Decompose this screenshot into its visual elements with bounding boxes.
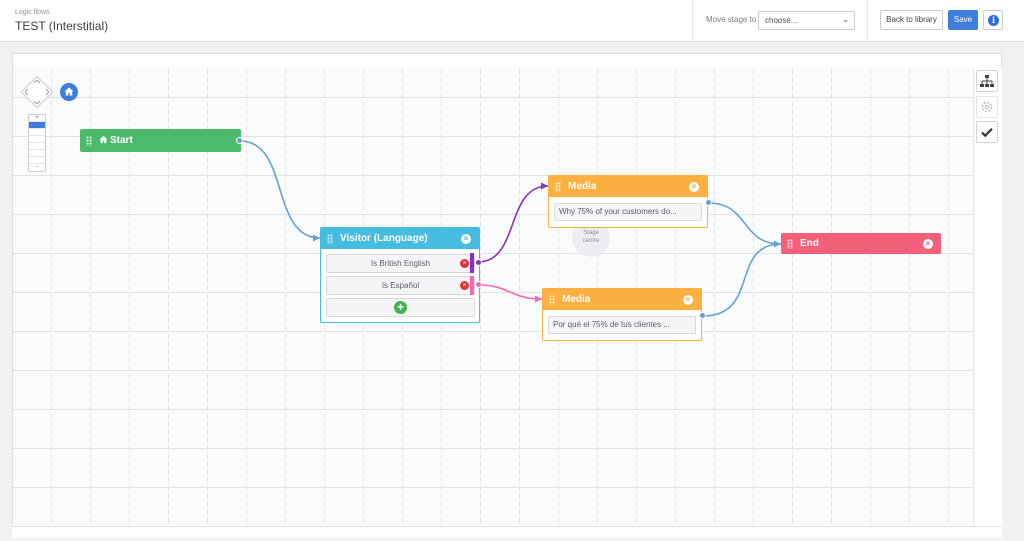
tool-panel [973, 67, 1002, 526]
add-condition-button[interactable]: + [326, 298, 475, 317]
zoom-in-button[interactable]: + [29, 115, 45, 122]
drag-handle-icon[interactable] [787, 238, 793, 249]
home-icon [99, 135, 108, 144]
start-node[interactable]: Start [80, 129, 241, 152]
start-node-header[interactable]: Start [80, 129, 241, 152]
back-to-library-button[interactable]: Back to library [880, 10, 943, 30]
divider [692, 0, 693, 42]
top-bar: Logic flows TEST (Interstitial) Move sta… [0, 0, 1024, 42]
arrowhead [313, 234, 320, 242]
move-stage-select[interactable]: choose... ⌄ [758, 11, 855, 30]
move-stage-value: choose... [765, 16, 798, 25]
english-output-port[interactable] [475, 259, 482, 266]
bottom-scrollbar[interactable] [12, 526, 1002, 538]
end-node-label: End [800, 238, 819, 249]
arrowhead [535, 295, 542, 303]
hierarchy-icon [980, 75, 994, 87]
media-selector-field[interactable]: Por qué el 75% de tus clientes ... [548, 316, 696, 334]
media-node-label: Media [562, 294, 591, 305]
breadcrumb[interactable]: Logic flows [15, 9, 50, 16]
divider [867, 0, 868, 42]
chevron-down-icon: ⌄ [842, 15, 849, 24]
pan-arrows-icon [20, 75, 54, 109]
zoom-step[interactable] [29, 136, 45, 143]
arrowhead [541, 182, 548, 190]
home-button[interactable] [60, 83, 78, 101]
auto-layout-button[interactable] [976, 70, 998, 92]
media-field-value: Why 75% of your customers do... [559, 207, 677, 216]
espanol-branch-marker [470, 276, 474, 295]
connector-start-visitor [239, 140, 321, 239]
drag-handle-icon[interactable] [549, 294, 555, 305]
media-selector-field[interactable]: Why 75% of your customers do... [554, 203, 702, 221]
start-node-label: Start [110, 135, 133, 146]
drag-handle-icon[interactable] [327, 233, 333, 244]
add-circle-icon[interactable]: + [394, 301, 407, 314]
zoom-out-button[interactable]: - [36, 164, 38, 170]
start-output-port[interactable] [236, 137, 243, 144]
zoom-step[interactable] [29, 143, 45, 150]
condition-label: Is Español [381, 281, 420, 290]
close-icon[interactable]: × [683, 294, 693, 305]
media-node-bottom[interactable]: Media × Por qué el 75% de tus clientes .… [542, 288, 702, 341]
close-icon[interactable]: × [461, 233, 471, 244]
stage-centre-label-1: Stage [583, 230, 599, 236]
validate-button[interactable] [976, 121, 998, 143]
end-node[interactable]: End × [781, 233, 941, 254]
espanol-output-port[interactable] [475, 281, 482, 288]
visitor-node-header[interactable]: Visitor (Language) × [321, 228, 479, 249]
stage-centre-label-2: centre [582, 238, 600, 244]
end-node-header[interactable]: End × [781, 233, 941, 254]
close-icon[interactable]: × [689, 181, 699, 192]
media-node-label: Media [568, 181, 597, 192]
remove-condition-icon[interactable]: × [460, 259, 469, 268]
check-icon [981, 128, 993, 138]
info-icon: i [988, 15, 999, 26]
page-title: TEST (Interstitial) [15, 19, 109, 33]
info-button[interactable]: i [983, 10, 1003, 30]
gear-icon [981, 101, 993, 113]
condition-row[interactable]: Is Español × [326, 276, 475, 295]
connector-espanol-media [477, 284, 543, 300]
drag-handle-icon[interactable] [86, 135, 92, 146]
zoom-step[interactable] [29, 150, 45, 157]
visitor-language-node[interactable]: Visitor (Language) × Is British English … [320, 227, 480, 323]
condition-row[interactable]: Is British English × [326, 254, 475, 273]
connector-media-top-end [707, 202, 782, 245]
visitor-node-label: Visitor (Language) [340, 233, 428, 244]
zoom-step[interactable] [29, 129, 45, 136]
media-node-top[interactable]: Media × Why 75% of your customers do... [548, 175, 708, 228]
media-node-header[interactable]: Media × [543, 289, 701, 310]
media-node-header[interactable]: Media × [549, 176, 707, 197]
save-button[interactable]: Save [948, 10, 978, 30]
media-bottom-output-port[interactable] [699, 312, 706, 319]
zoom-slider[interactable]: + - [28, 114, 46, 172]
move-stage-label: Move stage to [706, 15, 757, 24]
pan-control[interactable] [19, 74, 55, 110]
remove-condition-icon[interactable]: × [460, 281, 469, 290]
zoom-level-indicator[interactable] [29, 122, 45, 129]
media-field-value: Por qué el 75% de tus clientes ... [553, 320, 670, 329]
settings-button[interactable] [976, 96, 998, 118]
media-top-output-port[interactable] [705, 199, 712, 206]
english-branch-marker [470, 253, 474, 273]
close-icon[interactable]: × [923, 238, 933, 249]
drag-handle-icon[interactable] [555, 181, 561, 192]
condition-label: Is British English [370, 259, 431, 268]
connector-media-bottom-end [702, 243, 782, 317]
connector-english-media [477, 185, 549, 263]
zoom-step[interactable] [29, 157, 45, 164]
home-icon [64, 87, 74, 96]
